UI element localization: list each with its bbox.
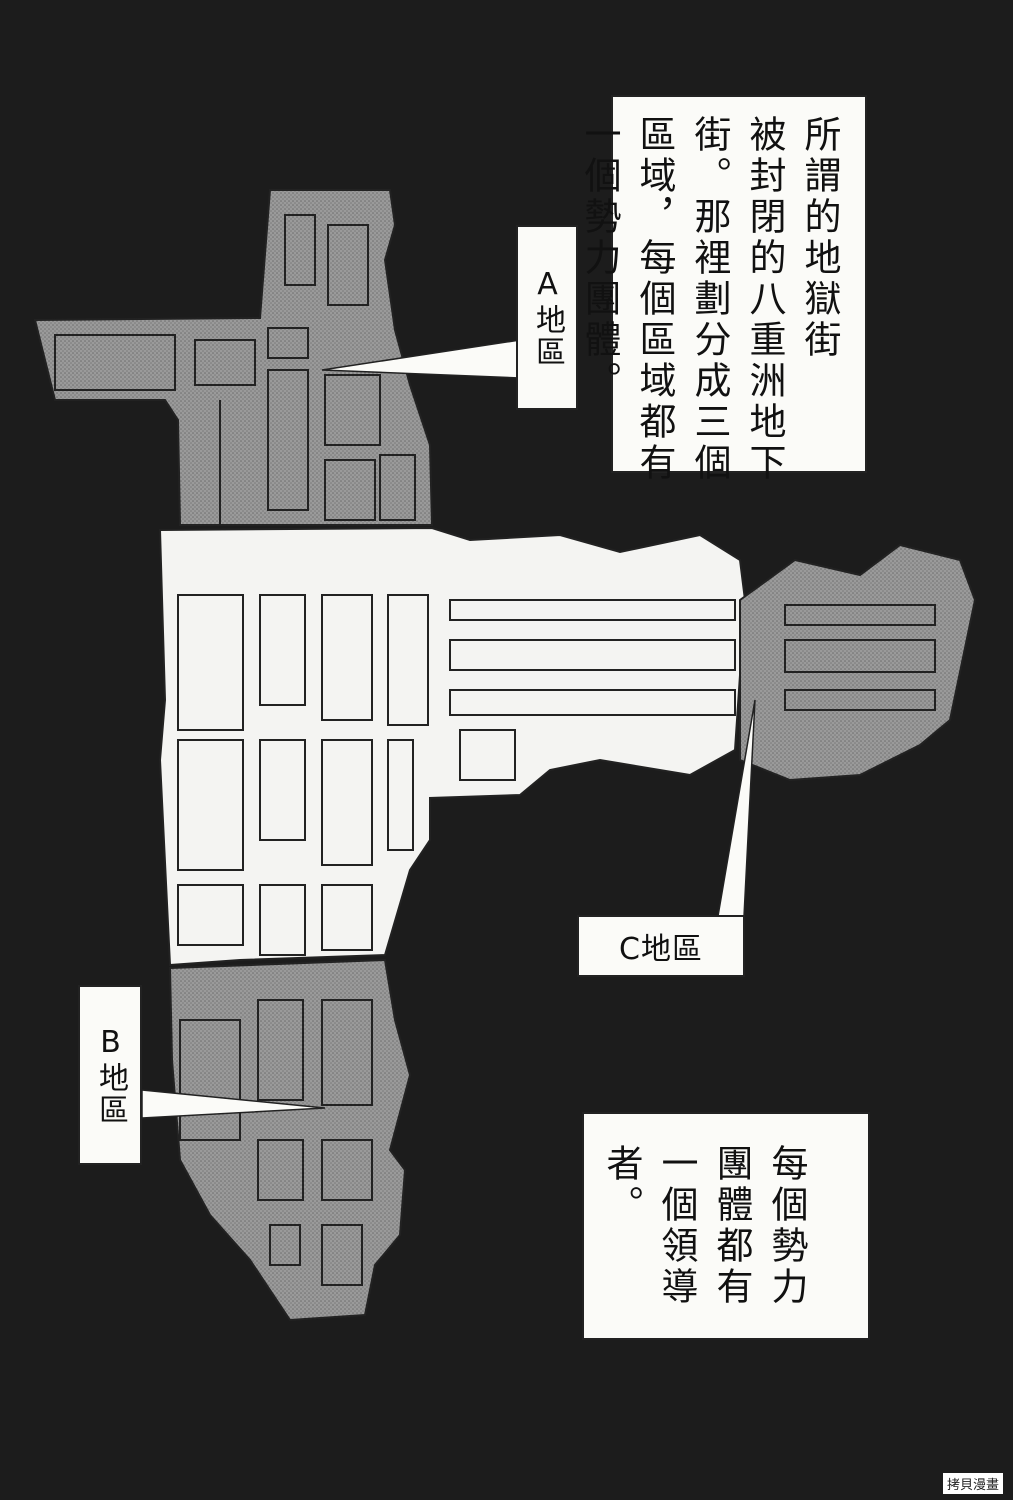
narration-text-top: 所謂的地獄街 被封閉的八重洲地下 街。那裡劃分成三個 區域，每個區域都有 一個勢… bbox=[578, 115, 841, 484]
zone-b-blocks bbox=[179, 999, 373, 1286]
central-zone-shape bbox=[158, 526, 747, 967]
zone-a-blocks bbox=[54, 214, 416, 525]
central-zone-blocks bbox=[177, 594, 736, 956]
zone-c-blocks bbox=[784, 604, 936, 711]
zone-a-shape bbox=[33, 189, 434, 526]
narration-box-top: 所謂的地獄街 被封閉的八重洲地下 街。那裡劃分成三個 區域，每個區域都有 一個勢… bbox=[578, 95, 867, 484]
narration-text-bottom: 每個勢力 團體都有 一個領導 者。 bbox=[600, 1144, 808, 1308]
watermark: 拷貝漫畫 bbox=[942, 1473, 1003, 1494]
label-area-c: C地區 bbox=[577, 915, 745, 977]
label-area-b: B地區 bbox=[78, 985, 142, 1165]
label-area-b-text: B地區 bbox=[93, 1024, 128, 1126]
pointer-b bbox=[141, 1089, 326, 1119]
narration-box-bottom: 每個勢力 團體都有 一個領導 者。 bbox=[582, 1112, 870, 1340]
label-area-c-text: C地區 bbox=[619, 932, 703, 967]
zone-c-shape bbox=[739, 543, 977, 782]
label-area-a: A地區 bbox=[516, 225, 578, 410]
label-area-a-text: A地區 bbox=[530, 267, 565, 368]
